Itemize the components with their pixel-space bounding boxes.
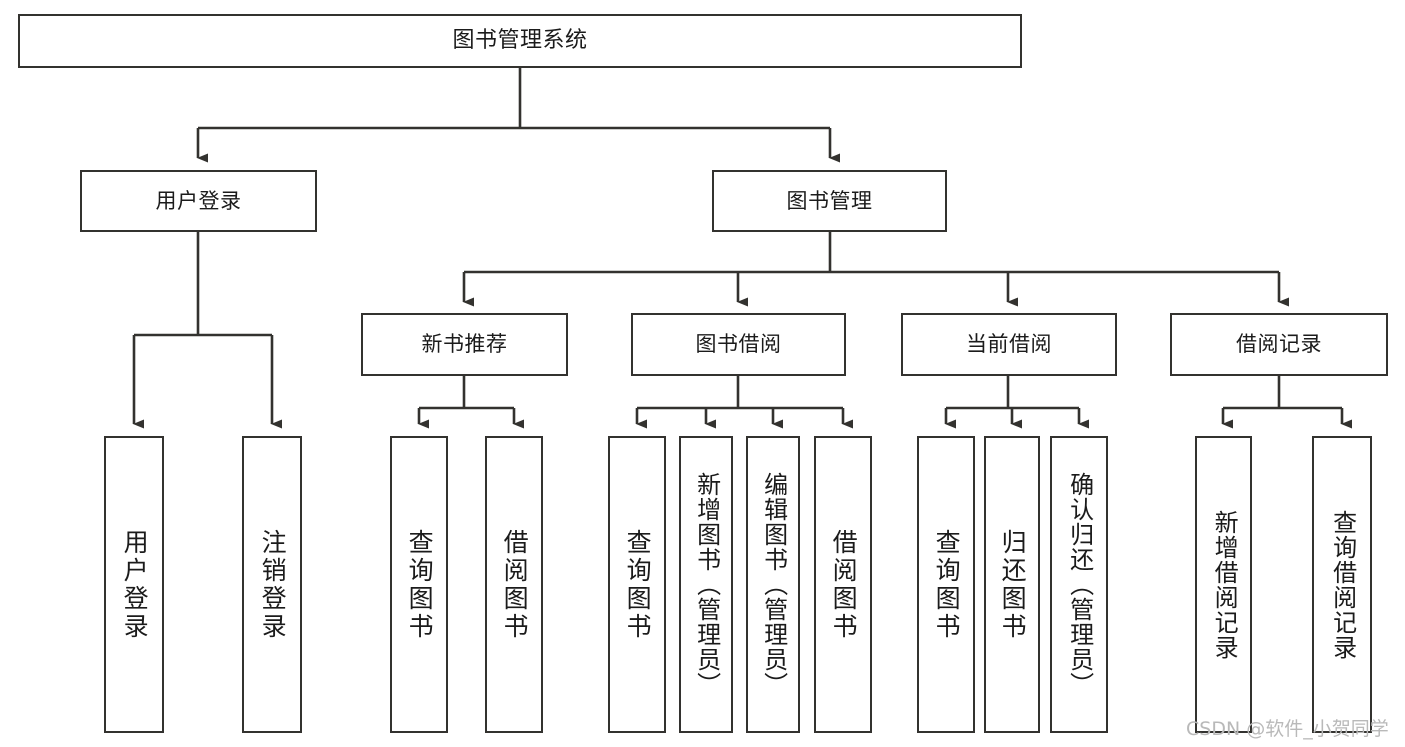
node-borrow-record[interactable]: 借阅记录 (1170, 313, 1388, 376)
leaf-new-book-borrow-book-label: 借阅图书 (500, 529, 530, 641)
leaf-current-borrow-confirm-return[interactable]: 确认归还（管理员） (1050, 436, 1108, 733)
leaf-borrow-record-add-record-label: 新增借阅记录 (1210, 510, 1239, 660)
leaf-book-borrow-query-book[interactable]: 查询图书 (608, 436, 666, 733)
leaf-new-book-query-book[interactable]: 查询图书 (390, 436, 448, 733)
node-current-borrow[interactable]: 当前借阅 (901, 313, 1117, 376)
leaf-borrow-record-query-record-label: 查询借阅记录 (1328, 510, 1357, 660)
node-book-borrow[interactable]: 图书借阅 (631, 313, 846, 376)
leaf-current-borrow-query-book[interactable]: 查询图书 (917, 436, 975, 733)
leaf-new-book-query-book-label: 查询图书 (405, 529, 435, 641)
leaf-user-login-login-label: 用户登录 (120, 529, 150, 641)
leaf-book-borrow-edit-book[interactable]: 编辑图书（管理员） (746, 436, 800, 733)
leaf-current-borrow-return-book[interactable]: 归还图书 (984, 436, 1040, 733)
node-root-book-management-system[interactable]: 图书管理系统 (18, 14, 1022, 68)
node-new-book-recommend-label: 新书推荐 (421, 332, 508, 356)
leaf-user-login-logout[interactable]: 注销登录 (242, 436, 302, 733)
leaf-borrow-record-query-record[interactable]: 查询借阅记录 (1312, 436, 1372, 733)
node-book-management[interactable]: 图书管理 (712, 170, 947, 232)
node-book-management-label: 图书管理 (786, 188, 873, 213)
leaf-book-borrow-borrow-book-label: 借阅图书 (829, 529, 859, 641)
leaf-borrow-record-add-record[interactable]: 新增借阅记录 (1195, 436, 1252, 733)
node-borrow-record-label: 借阅记录 (1236, 332, 1322, 356)
node-root-label: 图书管理系统 (452, 28, 588, 53)
node-user-login-label: 用户登录 (155, 188, 242, 213)
leaf-book-borrow-borrow-book[interactable]: 借阅图书 (814, 436, 872, 733)
leaf-user-login-login[interactable]: 用户登录 (104, 436, 164, 733)
leaf-current-borrow-confirm-return-label: 确认归还（管理员） (1065, 472, 1094, 697)
leaf-book-borrow-add-book[interactable]: 新增图书（管理员） (679, 436, 733, 733)
node-current-borrow-label: 当前借阅 (966, 332, 1052, 356)
leaf-current-borrow-query-book-label: 查询图书 (932, 529, 962, 641)
leaf-user-login-logout-label: 注销登录 (258, 529, 288, 641)
node-new-book-recommend[interactable]: 新书推荐 (361, 313, 568, 376)
leaf-book-borrow-add-book-label: 新增图书（管理员） (692, 472, 721, 697)
leaf-current-borrow-return-book-label: 归还图书 (998, 529, 1028, 641)
csdn-watermark: CSDN @软件_小贺同学 (1186, 718, 1389, 740)
node-book-borrow-label: 图书借阅 (695, 332, 782, 356)
node-user-login[interactable]: 用户登录 (80, 170, 317, 232)
leaf-book-borrow-query-book-label: 查询图书 (623, 529, 653, 641)
leaf-new-book-borrow-book[interactable]: 借阅图书 (485, 436, 543, 733)
leaf-book-borrow-edit-book-label: 编辑图书（管理员） (759, 472, 788, 697)
